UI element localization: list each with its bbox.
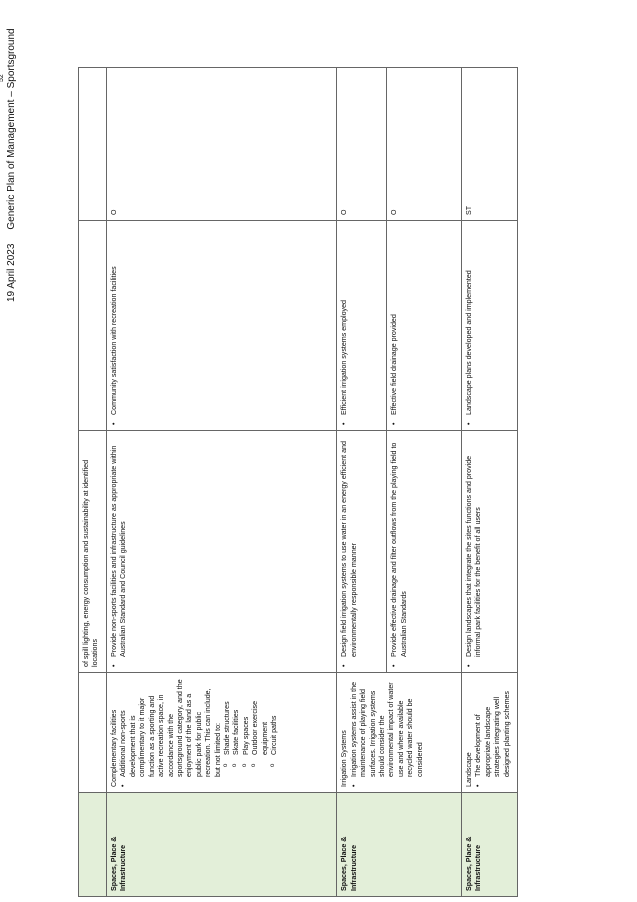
action-cell: Design landscapes that integrate the sit… [461,430,518,673]
objective-sub-item: Skate facilities [232,678,241,755]
objective-cell: Irrigation Systems Irrigation systems as… [336,672,462,793]
table-row: of spill lighting, energy consumption an… [78,67,107,897]
objective-title: Irrigation Systems [340,730,349,787]
priority-value: O [110,209,118,215]
action-cell: Provide non-sports facilities and infras… [106,430,337,673]
indicator-bullet: Effective field drainage provided [390,226,399,415]
priority-value: O [390,209,399,215]
action-cell: of spill lighting, energy consumption an… [78,430,107,673]
indicator-cell: Landscape plans developed and implemente… [461,220,518,431]
footer-date: 19 April 2023 [6,243,17,302]
objective-sub-item: Circuit paths [270,678,279,755]
indicator-cell: Community satisfaction with recreation f… [106,220,337,431]
action-bullet: Design field irrigation systems to use w… [340,436,359,657]
table-row: Spaces, Place & Infrastructure Landscape… [461,67,518,897]
indicator-cell: Efficient irrigation systems employed [336,220,387,431]
indicator-bullet: Community satisfaction with recreation f… [110,226,119,415]
theme-label: Spaces, Place & Infrastructure [340,836,358,891]
action-bullet: Design landscapes that integrate the sit… [465,436,484,657]
table-row: Spaces, Place & Infrastructure Complemen… [106,67,337,897]
page-number: 52 [0,74,5,82]
theme-cell: Spaces, Place & Infrastructure [106,792,337,897]
indicator-bullet: Landscape plans developed and implemente… [465,226,474,415]
action-cell: Design field irrigation systems to use w… [336,430,387,673]
priority-value: O [340,209,349,215]
action-bullet: Provide effective drainage and filter ou… [390,436,409,657]
objective-cell: Complementary facilities Additional non-… [106,672,337,793]
objective-bullet: Additional non-sports development that i… [119,678,279,777]
objective-title: Complementary facilities [110,709,118,787]
theme-cell: Spaces, Place & Infrastructure [336,792,462,897]
priority-value: ST [464,205,473,215]
indicator-bullet: Efficient irrigation systems employed [340,226,349,415]
priority-cell: ST [461,67,518,221]
objective-sub-item: Play spaces [242,678,251,755]
objective-title: Landscape [464,752,473,787]
objective-bullet: The development of appropriate landscape… [474,678,512,777]
indicator-cell-empty [78,220,107,431]
table-row: Spaces, Place & Infrastructure Irrigatio… [336,67,462,897]
indicator-cell: Effective field drainage provided [386,220,462,431]
priority-cell: O [386,67,462,221]
action-cell: Provide effective drainage and filter ou… [386,430,462,673]
objective-sub-item: Outdoor exercise equipment [251,678,270,755]
objective-bullet: Irrigation systems assist in the mainten… [350,678,425,777]
action-bullet: Provide non-sports facilities and infras… [110,436,129,657]
priority-cell: O [106,67,337,221]
objective-bullet-text: Additional non-sports development that i… [119,679,222,777]
page-footer: 19 April 2023 Generic Plan of Management … [5,28,18,302]
footer-title: Generic Plan of Management – Sportsgroun… [6,28,17,230]
priority-cell-empty [78,67,107,221]
theme-cell-empty [78,792,107,897]
objective-cell-empty [78,672,107,793]
theme-cell: Spaces, Place & Infrastructure [461,792,518,897]
priority-cell: O [336,67,387,221]
objective-cell: Landscape The development of appropriate… [461,672,518,793]
theme-label: Spaces, Place & Infrastructure [464,836,483,891]
theme-label: Spaces, Place & Infrastructure [110,836,128,891]
objective-sub-item: Shade structures [223,678,232,755]
action-text: of spill lighting, energy consumption an… [82,459,100,667]
management-table: of spill lighting, energy consumption an… [78,67,518,897]
